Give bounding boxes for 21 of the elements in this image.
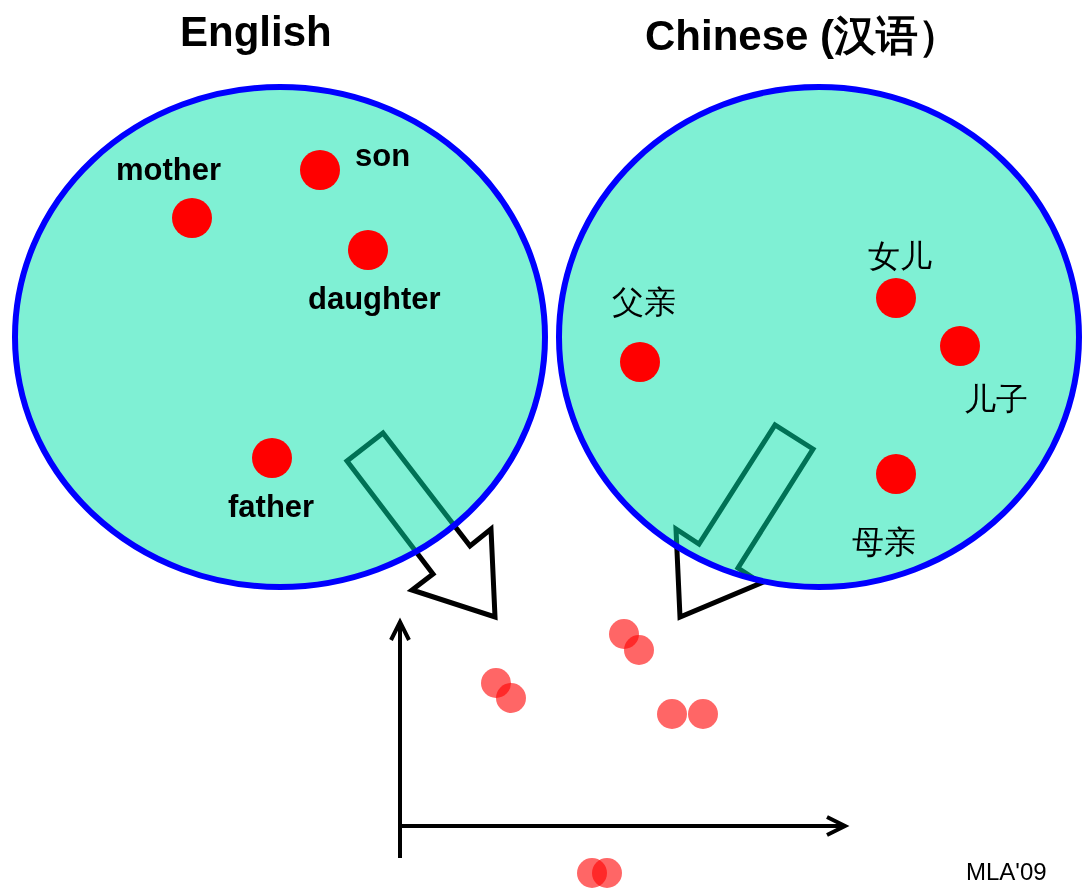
word-label: 母亲 — [852, 522, 916, 563]
word-label: mother — [116, 152, 222, 188]
word-label: 儿子 — [964, 379, 1028, 420]
word-dot — [620, 342, 660, 382]
word-label: 女儿 — [868, 236, 932, 277]
word-dot — [252, 438, 292, 478]
word-dot — [876, 278, 916, 318]
note-text: MLA'09 — [966, 858, 1047, 886]
set-title: Chinese (汉语） — [645, 11, 961, 61]
hollow-arrow — [673, 421, 817, 621]
word-label: son — [355, 138, 411, 174]
hollow-arrow — [343, 429, 498, 621]
word-label: 父亲 — [612, 282, 676, 323]
set-title: English — [180, 8, 332, 56]
word-label: father — [228, 489, 315, 525]
word-label: daughter — [308, 281, 441, 317]
word-dot — [300, 150, 340, 190]
word-dot — [172, 198, 212, 238]
word-dot — [940, 326, 980, 366]
word-dot — [348, 230, 388, 270]
word-dot — [876, 454, 916, 494]
